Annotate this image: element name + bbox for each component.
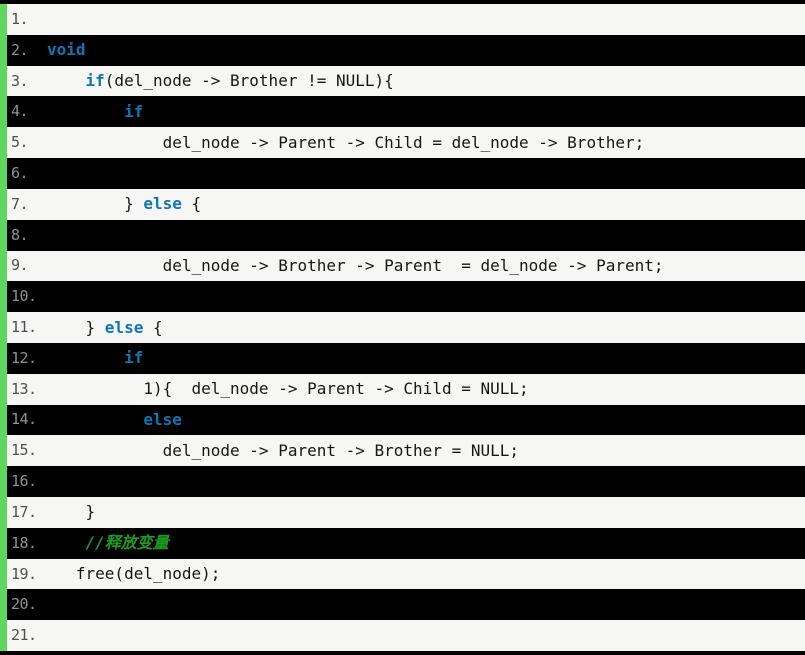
code-line-text: free(del_node);	[47, 564, 221, 584]
code-line-row: 13. 1){ del_node -> Parent -> Child = NU…	[7, 373, 805, 405]
code-segment-plain: (del_node -> Brother != NULL){	[104, 71, 394, 91]
code-segment-plain: }	[47, 317, 105, 337]
line-number: 16.	[11, 472, 37, 491]
code-line-row: 1.	[7, 4, 805, 35]
code-segment-plain: }	[47, 502, 96, 522]
line-number: 11.	[11, 318, 37, 337]
code-line-text: void	[47, 42, 86, 58]
code-segment-keyword: if	[124, 101, 144, 121]
code-line-row: 11. } else {	[7, 312, 805, 343]
line-number: 21.	[11, 626, 37, 645]
line-number: 10.	[11, 287, 37, 306]
code-line-row: 3. if(del_node -> Brother != NULL){	[7, 65, 805, 97]
code-segment-keyword: else	[143, 409, 182, 429]
line-number: 12.	[11, 348, 37, 367]
code-line-row: 21.	[7, 620, 805, 652]
code-segment-plain: 1){ del_node -> Parent -> Child = NULL;	[47, 379, 529, 399]
code-line-row: 6.	[7, 158, 805, 189]
code-line-row: 16.	[7, 466, 805, 497]
code-line-row: 4. if	[7, 96, 805, 128]
code-segment-plain	[47, 348, 124, 367]
code-segment-plain: del_node -> Parent -> Child = del_node -…	[47, 132, 645, 152]
line-number: 5.	[11, 133, 29, 152]
line-number: 9.	[11, 256, 29, 275]
code-line-text: //释放变量	[47, 535, 169, 551]
code-segment-plain: {	[181, 194, 202, 214]
line-number: 4.	[11, 102, 29, 121]
code-segment-keyword: else	[104, 317, 144, 337]
line-number: 19.	[11, 564, 37, 583]
code-line-row: 14. else	[7, 404, 805, 436]
code-line-text: 1){ del_node -> Parent -> Child = NULL;	[47, 379, 529, 399]
code-segment-plain	[47, 102, 124, 121]
code-line-row: 8.	[7, 219, 805, 251]
line-number: 3.	[11, 71, 29, 90]
code-line-text: del_node -> Parent -> Child = del_node -…	[47, 132, 645, 152]
code-segment-plain: del_node -> Brother -> Parent = del_node…	[47, 255, 664, 275]
code-segment-keyword: if	[85, 71, 105, 91]
code-line-text: if	[47, 350, 143, 366]
line-number: 14.	[11, 410, 37, 429]
line-number: 7.	[11, 194, 29, 213]
line-number: 13.	[11, 379, 37, 398]
line-number: 20.	[11, 595, 37, 614]
code-line-text: if	[47, 101, 144, 121]
code-segment-plain: }	[47, 194, 144, 214]
code-line-text: else	[47, 409, 182, 429]
code-segment-plain: free(del_node);	[47, 564, 221, 584]
code-line-text: } else {	[47, 196, 201, 212]
code-line-row: 2. void	[7, 34, 805, 66]
code-line-row: 15. del_node -> Parent -> Brother = NULL…	[7, 435, 805, 467]
code-line-text: if(del_node -> Brother != NULL){	[47, 73, 394, 89]
line-number: 17.	[11, 502, 37, 521]
line-number: 1.	[11, 9, 29, 28]
code-line-text: }	[47, 502, 96, 522]
code-line-row: 18. //释放变量	[7, 527, 805, 559]
code-segment-plain: del_node -> Parent -> Brother = NULL;	[47, 440, 520, 460]
code-line-row: 17. }	[7, 497, 805, 528]
code-line-text: del_node -> Brother -> Parent = del_node…	[47, 255, 664, 275]
line-number: 18.	[11, 533, 37, 552]
code-line-row: 9. del_node -> Brother -> Parent = del_n…	[7, 250, 805, 282]
code-segment-plain	[47, 533, 86, 552]
code-line-row: 5. del_node -> Parent -> Child = del_nod…	[7, 127, 805, 159]
line-number: 15.	[11, 441, 37, 460]
code-line-row: 7. } else {	[7, 188, 805, 220]
code-segment-comment: //释放变量	[85, 533, 169, 553]
code-line-row: 10.	[7, 281, 805, 313]
code-line-list: 1. 2. void 3. if(del_node -> Brother != …	[0, 4, 805, 652]
code-line-text: } else {	[47, 317, 163, 337]
code-line-row: 20.	[7, 589, 805, 621]
code-segment-keyword: else	[143, 194, 182, 214]
line-number: 2.	[11, 40, 29, 59]
code-line-row: 12. if	[7, 342, 805, 374]
line-number: 8.	[11, 225, 29, 244]
code-segment-plain	[47, 410, 143, 429]
code-segment-plain: {	[143, 317, 163, 337]
line-number: 6.	[11, 163, 29, 182]
code-segment-plain	[47, 71, 86, 90]
code-line-text: del_node -> Parent -> Brother = NULL;	[47, 440, 520, 460]
code-line-row: 19. free(del_node);	[7, 558, 805, 590]
code-segment-keyword: void	[47, 40, 86, 60]
code-segment-keyword: if	[124, 348, 144, 368]
